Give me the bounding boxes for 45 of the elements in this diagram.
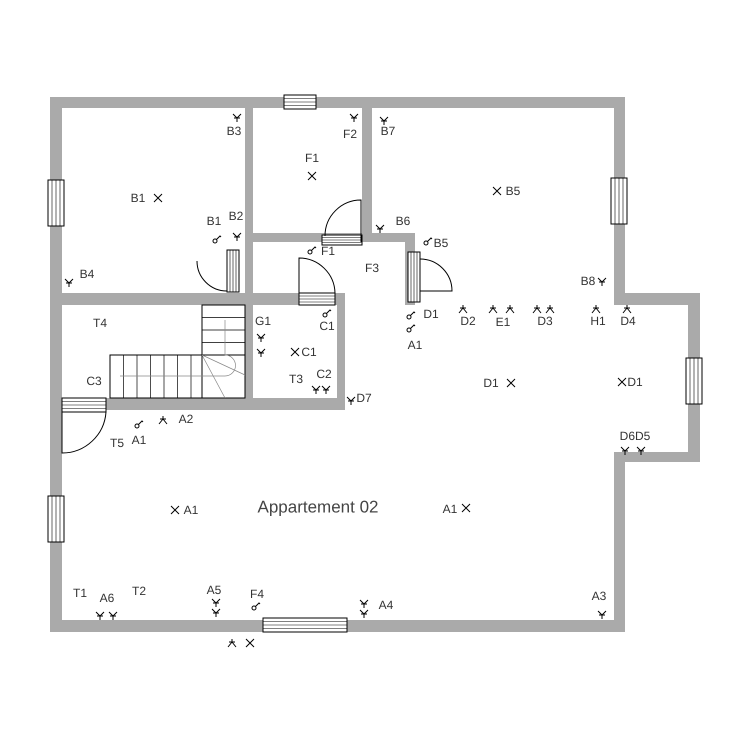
circuit-label: A5 bbox=[206, 584, 222, 596]
circuit-label: D1 bbox=[483, 377, 499, 389]
circuit-label: A3 bbox=[592, 590, 606, 602]
circuit-label: B7 bbox=[380, 125, 396, 137]
circuit-label: F1 bbox=[305, 152, 319, 164]
circuit-label: D1 bbox=[423, 308, 439, 320]
circuit-label: T3 bbox=[289, 373, 303, 385]
circuit-label: A1 bbox=[442, 503, 458, 515]
circuit-label: A2 bbox=[178, 413, 194, 425]
circuit-label: B5 bbox=[506, 185, 520, 197]
circuit-label: F3 bbox=[365, 262, 379, 274]
circuit-label: D4 bbox=[620, 315, 636, 327]
circuit-label: B4 bbox=[80, 268, 94, 280]
circuit-label: B5 bbox=[434, 237, 448, 249]
apartment-name: Appartement 02 bbox=[258, 498, 378, 516]
circuit-label: C3 bbox=[86, 375, 102, 387]
circuit-label: B1 bbox=[206, 215, 222, 227]
circuit-label: D1 bbox=[627, 376, 643, 388]
circuit-label: H1 bbox=[590, 315, 606, 327]
circuit-label: C1 bbox=[319, 320, 335, 332]
circuit-label: G1 bbox=[255, 315, 271, 327]
circuit-label: C2 bbox=[316, 368, 332, 380]
circuit-label: C1 bbox=[301, 346, 317, 358]
circuit-label: T5 bbox=[110, 437, 124, 449]
circuit-label: D2 bbox=[460, 315, 476, 327]
circuit-label: A1 bbox=[184, 504, 198, 516]
circuit-label: B6 bbox=[396, 215, 410, 227]
circuit-label: T2 bbox=[132, 585, 146, 597]
circuit-label: T1 bbox=[73, 587, 87, 599]
circuit-label: T4 bbox=[93, 317, 107, 329]
circuit-label: F4 bbox=[250, 588, 264, 600]
circuit-label: E1 bbox=[496, 316, 510, 328]
circuit-label: B2 bbox=[228, 210, 244, 222]
circuit-label: D3 bbox=[537, 315, 553, 327]
circuit-label: D6D5 bbox=[620, 430, 650, 442]
circuit-label: D7 bbox=[356, 392, 372, 404]
circuit-label: F2 bbox=[343, 128, 357, 140]
circuit-label: B3 bbox=[226, 125, 242, 137]
circuit-label: B1 bbox=[130, 192, 146, 204]
circuit-label: F1 bbox=[321, 245, 335, 257]
circuit-label: A1 bbox=[408, 339, 422, 351]
circuit-label: A1 bbox=[132, 434, 146, 446]
circuit-label: B8 bbox=[580, 275, 596, 287]
circuit-label: A4 bbox=[378, 599, 394, 611]
circuit-label: A6 bbox=[100, 592, 114, 604]
